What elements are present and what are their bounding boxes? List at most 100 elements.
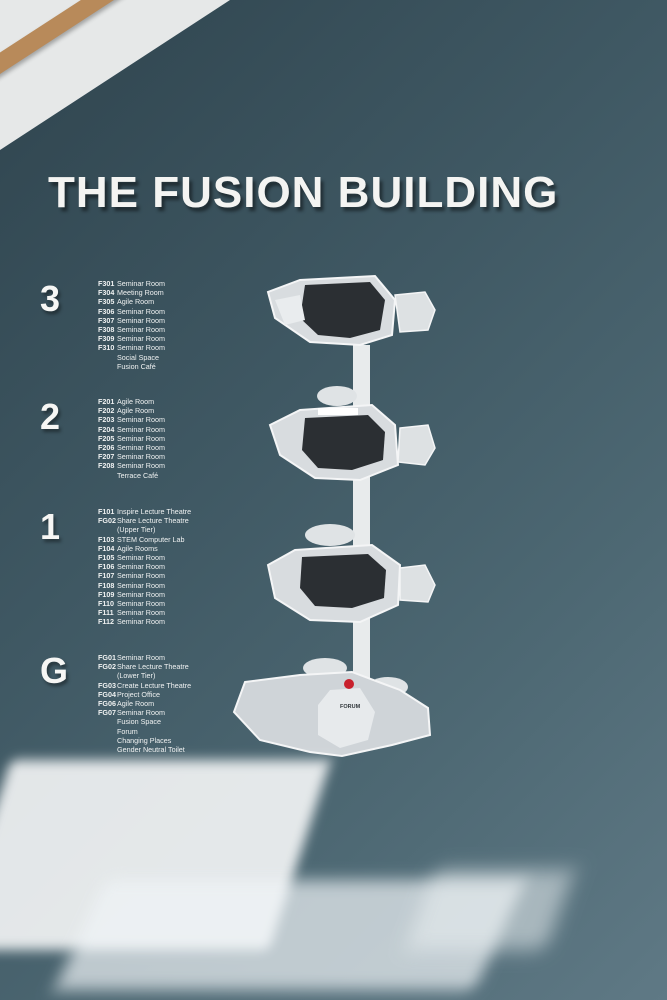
room-list-item: Terrace Café [98,471,165,480]
you-are-here-icon [344,679,354,689]
room-list-item: FG03Create Lecture Theatre [98,681,191,690]
room-list-item: FG04Project Office [98,690,191,699]
room-code: F112 [98,617,114,627]
room-name: Seminar Room [117,343,165,353]
room-name: Social Space [117,352,159,362]
room-list-item: Fusion Space [98,717,191,726]
room-list-item: FG07Seminar Room [98,708,191,717]
room-list-item: Gender Neutral Toilet [98,745,191,754]
floor-1-number: 1 [40,506,61,547]
room-list-item: FG01Seminar Room [98,653,191,662]
room-code: F202 [98,406,115,416]
room-code: FG02 [98,662,116,672]
room-code: F103 [98,534,115,544]
forum-label: FORUM [340,704,361,710]
room-code: F205 [98,433,115,443]
room-code: F111 [98,608,114,618]
room-code: F110 [98,599,114,609]
room-list-item: (Lower Tier) [98,671,191,680]
room-name: Agile Rooms [117,543,158,553]
room-name: Agile Room [117,297,155,307]
sunlight-patch [405,870,575,950]
room-code: F201 [98,397,115,406]
room-code: F101 [98,507,115,516]
room-code: F305 [98,297,115,307]
room-code: F109 [98,589,115,599]
floor-1-plan [266,524,436,624]
room-name: Create Lecture Theatre [117,680,192,690]
room-name: Fusion Space [117,717,161,727]
floor-3-number: 3 [40,278,61,319]
room-list-item: (Upper Tier) [98,525,191,534]
floor-3-plan [266,274,436,347]
floor-2-plan [268,386,436,482]
room-name: Share Lecture Theatre [117,516,189,526]
room-name: Seminar Room [117,580,165,590]
room-code: FG04 [98,689,116,699]
room-list-item: Changing Places [98,736,191,745]
room-code: F310 [98,343,115,353]
room-list-item: FG02Share Lecture Theatre [98,662,191,671]
room-name: Seminar Room [117,553,165,563]
room-code: F307 [98,315,115,325]
room-name: Share Lecture Theatre [117,662,189,672]
room-code: F206 [98,443,115,453]
room-name: Project Office [117,689,161,699]
room-name: Agile Room [117,406,155,416]
room-name: Agile Room [117,397,155,406]
room-name: Seminar Room [117,279,165,288]
room-name: Inspire Lecture Theatre [117,507,192,516]
room-name: Seminar Room [117,306,165,316]
room-code: F104 [98,543,115,553]
ceiling [0,0,230,150]
room-name: Seminar Room [117,334,165,344]
room-code: F204 [98,424,115,434]
room-code: F106 [98,562,115,572]
room-name: (Upper Tier) [117,525,156,535]
floor-g-number: G [40,650,69,691]
room-name: Seminar Room [117,443,165,453]
room-name: Terrace Café [117,470,159,480]
room-code: FG07 [98,708,116,718]
room-code: F301 [98,279,115,288]
room-list-item: FG02Share Lecture Theatre [98,516,191,525]
room-name: Seminar Room [117,562,165,572]
room-code: FG03 [98,680,116,690]
room-name: Seminar Room [117,599,165,609]
room-name: Seminar Room [117,415,165,425]
room-code: F308 [98,325,115,335]
room-name: Seminar Room [117,452,165,462]
room-code: FG06 [98,699,116,709]
room-name: (Lower Tier) [117,671,156,681]
room-name: Seminar Room [117,608,165,618]
room-code: FG01 [98,653,116,662]
floor-2-number: 2 [40,396,61,437]
room-code: FG02 [98,516,116,526]
